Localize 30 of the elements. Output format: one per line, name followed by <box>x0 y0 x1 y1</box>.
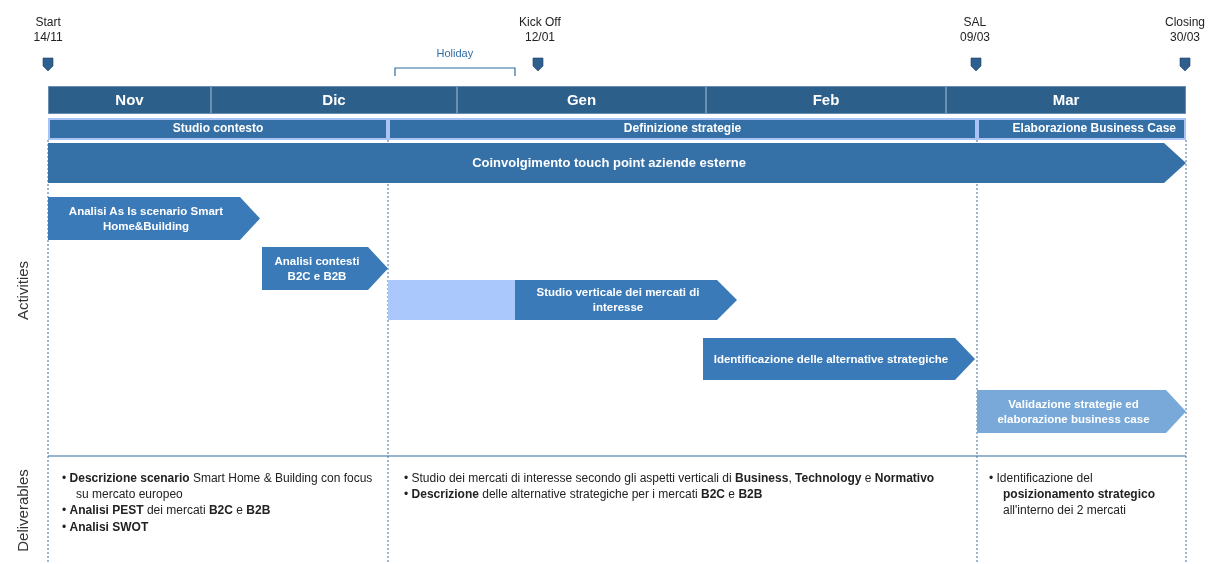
phase-bar: Studio contesto <box>48 118 388 140</box>
holiday-label: Holiday <box>436 47 474 59</box>
deliverable-item: • Analisi PEST dei mercati B2C e B2B <box>62 502 272 519</box>
activity-bar: Identificazione delle alternative strategiche <box>703 338 975 380</box>
milestone-label: Closing <box>1165 15 1206 29</box>
activity-bar: Analisi contesti B2C e B2B <box>262 247 388 290</box>
row-label: Activities <box>13 260 31 320</box>
phase-bar: Definizione strategie <box>388 118 977 140</box>
milestone-label: SAL <box>963 15 987 29</box>
deliverable-item: • Studio dei mercati di interesse secondo gli aspetti verticali di Business, Technology e Normativo <box>404 470 936 487</box>
month-header: Dic <box>211 86 457 114</box>
deliverable-item: • Analisi SWOT <box>62 518 150 535</box>
milestone-date: 12/01 <box>525 30 556 44</box>
month-header: Nov <box>48 86 211 114</box>
milestone-date: 14/11 <box>33 30 63 44</box>
milestone-date: 30/03 <box>1170 30 1201 44</box>
activity-bar: Studio verticale dei mercati di interesse <box>515 280 737 320</box>
milestone-date: 09/03 <box>960 30 991 44</box>
month-header: Feb <box>706 86 946 114</box>
milestone-label: Start <box>35 15 61 29</box>
arrow-bar: Coinvolgimento touch point aziende esterne <box>48 143 1186 183</box>
phase-bar: Elaborazione Business Case <box>977 118 1186 140</box>
activity-bar: Validazione strategie ed elaborazione business case <box>977 390 1186 433</box>
activity-bar: Analisi As Is scenario Smart Home&Building <box>48 197 260 240</box>
month-header: Mar <box>946 86 1186 114</box>
row-label: Deliverables <box>13 468 31 552</box>
deliverable-item: • Descrizione delle alternative strategiche per i mercati B2C e B2B <box>404 486 764 503</box>
deliverable-item: • Identificazione del posizionamento strategico all'interno dei 2 mercati <box>989 470 1157 519</box>
month-header: Gen <box>457 86 706 114</box>
milestone-label: Kick Off <box>519 15 561 29</box>
